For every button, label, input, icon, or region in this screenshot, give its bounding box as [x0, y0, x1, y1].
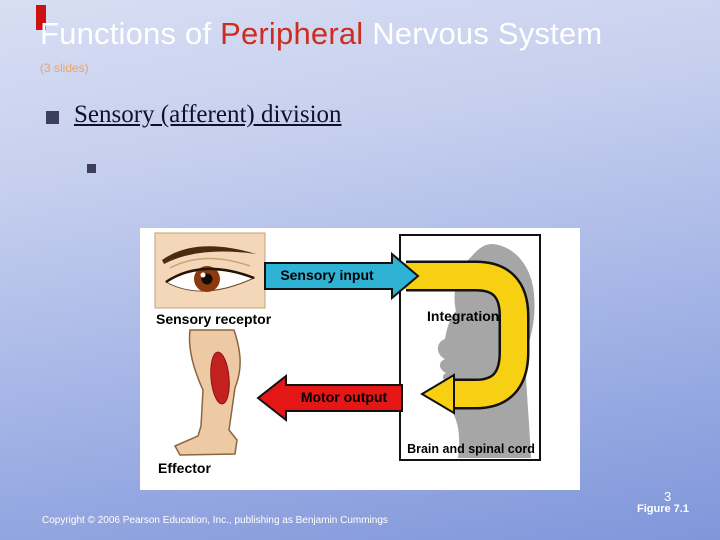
nervous-system-diagram: Sensory input Integration Motor output S… [140, 228, 580, 490]
eye-illustration [154, 232, 266, 309]
sensory-input-label: Sensory input [280, 267, 374, 283]
leg-illustration [173, 329, 241, 456]
effector-label: Effector [158, 460, 211, 476]
sensory-receptor-label: Sensory receptor [156, 311, 272, 327]
title-prefix: Functions of [40, 16, 221, 51]
bullet-square-icon [46, 111, 59, 124]
copyright-text: Copyright © 2006 Pearson Education, Inc.… [42, 515, 388, 526]
bullet-text: Sensory (afferent) division [74, 101, 342, 128]
title-highlight: Peripheral [220, 16, 364, 51]
integration-arrow [404, 260, 530, 415]
bullet-item: Sensory (afferent) division [46, 101, 342, 129]
sub-bullet-square-icon [87, 164, 96, 173]
figure-label: Figure 7.1 [637, 503, 689, 515]
accent-bar [36, 5, 46, 30]
page-number: 3 [664, 489, 672, 504]
sensory-input-arrow [264, 251, 420, 301]
muscle-illustration [210, 351, 230, 405]
slide-subtitle: (3 slides) [40, 61, 89, 75]
integration-label: Integration [427, 308, 500, 324]
brain-spinal-cord-label: Brain and spinal cord [407, 442, 535, 456]
motor-output-label: Motor output [300, 389, 388, 405]
title-suffix: Nervous System [363, 16, 603, 51]
page-title: Functions of Peripheral Nervous System [40, 16, 602, 52]
motor-output-arrow [256, 373, 403, 423]
